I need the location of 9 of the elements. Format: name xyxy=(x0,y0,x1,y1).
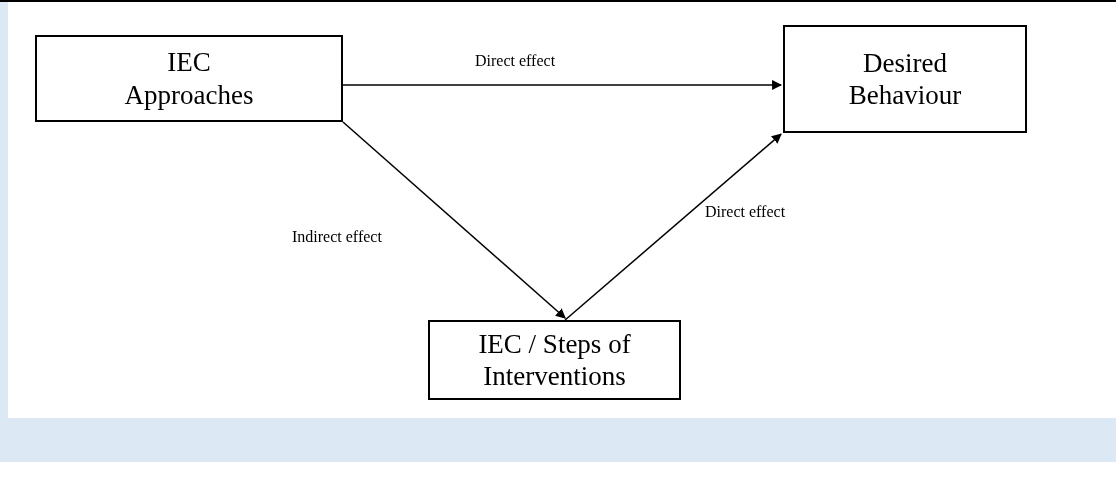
arrow xyxy=(342,121,566,319)
box-label: IEC Approaches xyxy=(123,46,255,111)
process-box xyxy=(35,35,343,122)
process-box xyxy=(783,25,1027,133)
process-box xyxy=(428,320,681,400)
arrow xyxy=(564,133,782,321)
box-label: Desired Behaviour xyxy=(847,46,963,112)
box-label: IEC / Steps of Interventions xyxy=(477,327,632,393)
arrow xyxy=(342,79,783,90)
